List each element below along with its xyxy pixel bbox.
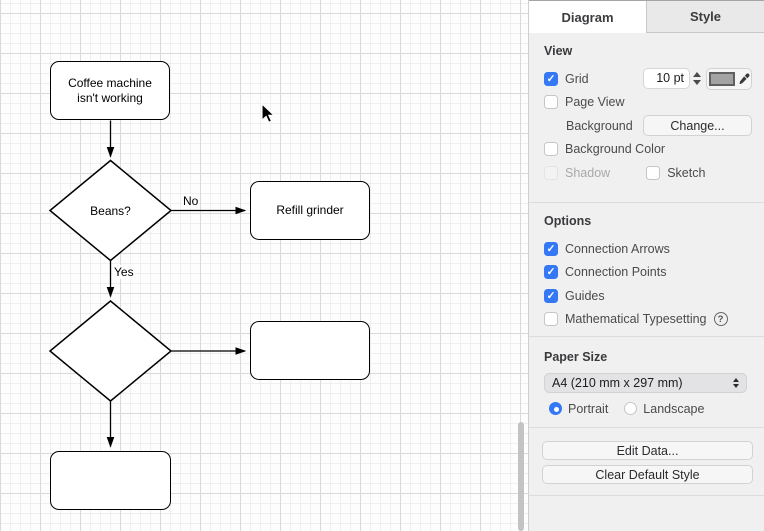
tab-diagram[interactable]: Diagram bbox=[529, 1, 646, 33]
node-action2[interactable] bbox=[250, 321, 370, 380]
row-background: Background Change... bbox=[544, 114, 752, 138]
grid-color-swatch[interactable] bbox=[708, 71, 735, 86]
sketch-checkbox[interactable] bbox=[646, 165, 661, 180]
row-connection-points: Connection Points bbox=[544, 261, 752, 285]
canvas-vertical-scrollbar[interactable] bbox=[518, 422, 524, 531]
node-start-label: Coffee machine isn't working bbox=[68, 75, 152, 105]
section-paper-size: Paper Size A4 (210 mm x 297 mm) Portrait… bbox=[529, 337, 764, 428]
row-background-color: Background Color bbox=[544, 138, 752, 162]
guides-checkbox[interactable] bbox=[544, 288, 558, 303]
grid-checkbox[interactable] bbox=[544, 71, 558, 86]
background-color-label: Background Color bbox=[565, 142, 666, 157]
grid-label: Grid bbox=[565, 71, 589, 86]
edges-layer bbox=[48, 120, 247, 448]
math-typesetting-label: Mathematical Typesetting bbox=[565, 312, 707, 327]
grid-size-input[interactable]: 10 pt bbox=[643, 68, 690, 90]
tab-style[interactable]: Style bbox=[646, 1, 764, 33]
guides-label: Guides bbox=[565, 288, 605, 303]
orientation-radio-row: Portrait Landscape bbox=[549, 401, 752, 416]
section-options: Options Connection Arrows Connection Poi… bbox=[529, 203, 764, 337]
clear-default-style-button[interactable]: Clear Default Style bbox=[542, 465, 753, 484]
row-math-typesetting: Mathematical Typesetting ? bbox=[544, 308, 752, 332]
section-view: View Grid 10 pt bbox=[529, 33, 764, 203]
shadow-label: Shadow bbox=[565, 165, 611, 180]
portrait-label: Portrait bbox=[568, 401, 609, 416]
edge-label-no[interactable]: No bbox=[182, 194, 200, 208]
page-view-checkbox[interactable] bbox=[544, 95, 558, 110]
row-grid: Grid 10 pt bbox=[544, 67, 752, 91]
landscape-label: Landscape bbox=[643, 401, 705, 416]
connection-points-checkbox[interactable] bbox=[544, 265, 558, 280]
sketch-group: Sketch bbox=[646, 165, 706, 180]
edit-data-button[interactable]: Edit Data... bbox=[542, 441, 753, 460]
grid-controls: 10 pt bbox=[643, 67, 752, 90]
paper-size-selected-value: A4 (210 mm x 297 mm) bbox=[552, 376, 683, 390]
background-label: Background bbox=[566, 118, 633, 133]
node-refill-grinder[interactable]: Refill grinder bbox=[250, 181, 370, 240]
eyedropper-icon bbox=[739, 73, 749, 84]
grid-size-stepper[interactable] bbox=[693, 72, 701, 86]
sketch-label: Sketch bbox=[667, 165, 706, 180]
shadow-checkbox bbox=[544, 165, 558, 180]
background-color-checkbox[interactable] bbox=[544, 142, 558, 157]
connection-points-label: Connection Points bbox=[565, 265, 667, 280]
section-actions: Edit Data... Clear Default Style bbox=[529, 428, 764, 496]
select-arrows-icon bbox=[733, 378, 739, 388]
landscape-radio[interactable] bbox=[624, 402, 638, 415]
view-heading: View bbox=[544, 44, 573, 58]
row-connection-arrows: Connection Arrows bbox=[544, 237, 752, 261]
row-guides: Guides bbox=[544, 284, 752, 308]
portrait-radio[interactable] bbox=[549, 402, 562, 415]
background-change-button[interactable]: Change... bbox=[643, 115, 752, 137]
diagram-canvas[interactable]: Coffee machine isn't working Beans? Refi… bbox=[0, 0, 528, 531]
node-end[interactable] bbox=[50, 451, 171, 510]
node-refill-grinder-label: Refill grinder bbox=[276, 203, 344, 217]
node-start[interactable]: Coffee machine isn't working bbox=[50, 61, 170, 120]
node-decision1-diamond[interactable] bbox=[48, 159, 173, 262]
edge-label-yes[interactable]: Yes bbox=[113, 265, 135, 279]
connection-arrows-checkbox[interactable] bbox=[544, 241, 558, 256]
stepper-up-icon[interactable] bbox=[693, 72, 701, 78]
format-panel: Diagram Style View Grid 10 pt bbox=[528, 0, 764, 531]
row-shadow-sketch: Shadow Sketch bbox=[544, 161, 752, 185]
help-icon[interactable]: ? bbox=[713, 312, 728, 327]
connection-arrows-label: Connection Arrows bbox=[565, 241, 670, 256]
node-decision2-diamond[interactable] bbox=[48, 300, 173, 402]
options-heading: Options bbox=[544, 214, 592, 228]
page-view-label: Page View bbox=[565, 95, 625, 110]
format-tabbar: Diagram Style bbox=[529, 0, 764, 33]
grid-color-button[interactable] bbox=[706, 67, 752, 90]
math-typesetting-checkbox[interactable] bbox=[544, 312, 558, 327]
paper-size-select[interactable]: A4 (210 mm x 297 mm) bbox=[544, 373, 747, 393]
paper-size-heading: Paper Size bbox=[544, 350, 608, 364]
stepper-down-icon[interactable] bbox=[693, 80, 701, 86]
row-page-view: Page View bbox=[544, 91, 752, 115]
mouse-cursor-icon bbox=[261, 103, 276, 124]
